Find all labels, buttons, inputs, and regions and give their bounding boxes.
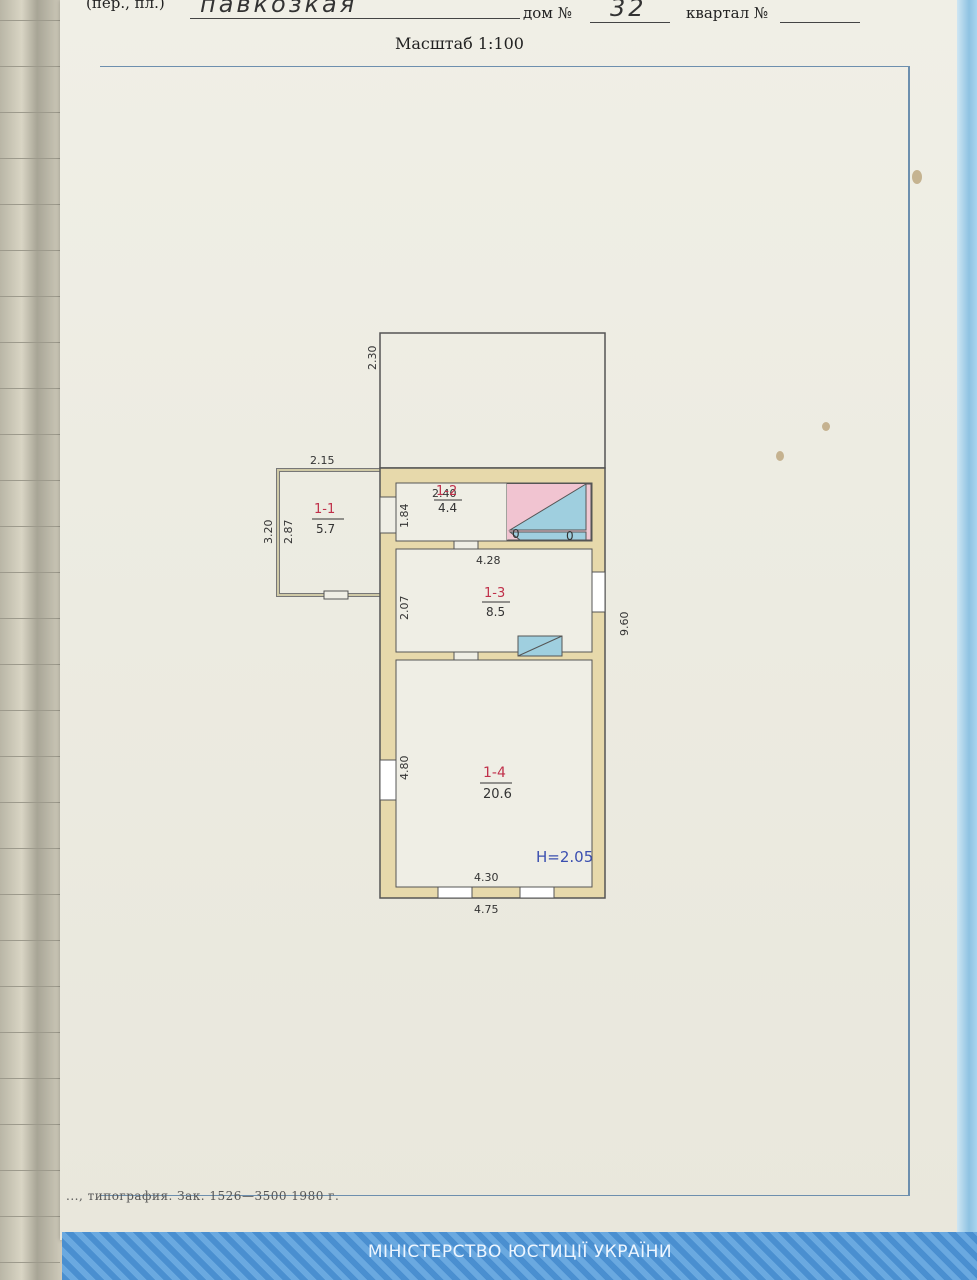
binder-page-line <box>0 1124 60 1125</box>
binder-page-line <box>0 1262 60 1263</box>
stain <box>822 422 830 431</box>
right-edge <box>957 0 977 1280</box>
binder-page-line <box>0 388 60 389</box>
room-1-3-area: 8.5 <box>486 605 505 619</box>
dim-total-h: 9.60 <box>618 612 631 637</box>
binder-page-line <box>0 158 60 159</box>
dim-porch-h-outer: 3.20 <box>262 520 275 545</box>
dim-r4-h: 4.80 <box>398 756 411 781</box>
stove-mark-1: 0 <box>512 527 520 541</box>
dim-r2-h: 1.84 <box>398 504 411 529</box>
house-label: дом № <box>523 4 572 22</box>
print-info: ..., типография. Зак. 1526—3500 1980 г. <box>66 1189 340 1203</box>
dim-porch-w: 2.15 <box>310 454 335 467</box>
dim-top-ext: 2.30 <box>366 346 379 371</box>
room-1-3-id: 1-3 <box>484 586 505 601</box>
binder-page-line <box>0 526 60 527</box>
stain <box>776 451 784 461</box>
house-value: 32 <box>610 0 647 22</box>
dim-r3-w: 4.28 <box>476 554 501 567</box>
stove-blue <box>508 483 587 531</box>
street-value: павкозкая <box>200 0 358 18</box>
binder-page-line <box>0 802 60 803</box>
binder-page-line <box>0 756 60 757</box>
binder-edge <box>0 0 62 1280</box>
binder-page-line <box>0 20 60 21</box>
stain <box>912 170 922 184</box>
door <box>453 540 479 550</box>
room-1-4-area <box>395 659 593 888</box>
binder-page-line <box>0 1078 60 1079</box>
block-label: квартал № <box>686 4 769 22</box>
binder-page-line <box>0 250 60 251</box>
binder-page-line <box>0 1216 60 1217</box>
binder-page-line <box>0 66 60 67</box>
binder-page-line <box>0 1170 60 1171</box>
footer-band <box>62 1232 977 1280</box>
binder-page-line <box>0 986 60 987</box>
room-1-4-area: 20.6 <box>483 787 512 802</box>
window <box>437 886 473 899</box>
binder-page-line <box>0 664 60 665</box>
frame-right <box>908 66 910 1196</box>
dim-r2-w: 2.40 <box>432 487 457 500</box>
frame-bottom <box>100 1195 910 1196</box>
stove-blue-lower <box>508 531 587 541</box>
room-1-1-id: 1-1 <box>314 502 335 517</box>
binder-page-line <box>0 204 60 205</box>
house-underline <box>590 22 670 23</box>
binder-page-line <box>0 618 60 619</box>
stove-mark-2: 0 <box>566 529 574 543</box>
room-1-4-id: 1-4 <box>483 765 506 781</box>
binder-page-line <box>0 848 60 849</box>
binder-page-line <box>0 434 60 435</box>
binder-page-line <box>0 112 60 113</box>
window <box>591 571 606 613</box>
top-extension <box>379 332 606 469</box>
ministry-footer: МІНІСТЕРСТВО ЮСТИЦІЇ УКРАЇНИ <box>367 1242 673 1262</box>
binder-page-line <box>0 480 60 481</box>
binder-page-line <box>0 710 60 711</box>
street-label: (пер., пл.) <box>86 0 165 12</box>
dim-r3-h: 2.07 <box>398 596 411 621</box>
binder-page-line <box>0 894 60 895</box>
height-note: H=2.05 <box>536 848 593 866</box>
room-1-2-id: 1-2 <box>436 484 457 499</box>
window <box>519 886 555 899</box>
door <box>323 590 349 600</box>
door <box>453 651 479 661</box>
binder-page-line <box>0 296 60 297</box>
dim-porch-h-inner: 2.87 <box>282 520 295 545</box>
dim-total-w: 4.75 <box>474 903 499 916</box>
scale-label: Масштаб 1:100 <box>395 34 524 53</box>
street-underline <box>190 18 520 19</box>
binder-page-line <box>0 342 60 343</box>
binder-page-line <box>0 1032 60 1033</box>
frame-top <box>100 66 910 67</box>
room-1-2-area: 4.4 <box>438 501 457 515</box>
window <box>379 759 397 801</box>
dim-r4-w-inner: 4.30 <box>474 871 499 884</box>
room-1-3-area <box>395 548 593 653</box>
binder-page-line <box>0 940 60 941</box>
room-1-1-area: 5.7 <box>316 522 335 536</box>
door <box>379 496 397 534</box>
binder-page-line <box>0 572 60 573</box>
block-underline <box>780 22 860 23</box>
